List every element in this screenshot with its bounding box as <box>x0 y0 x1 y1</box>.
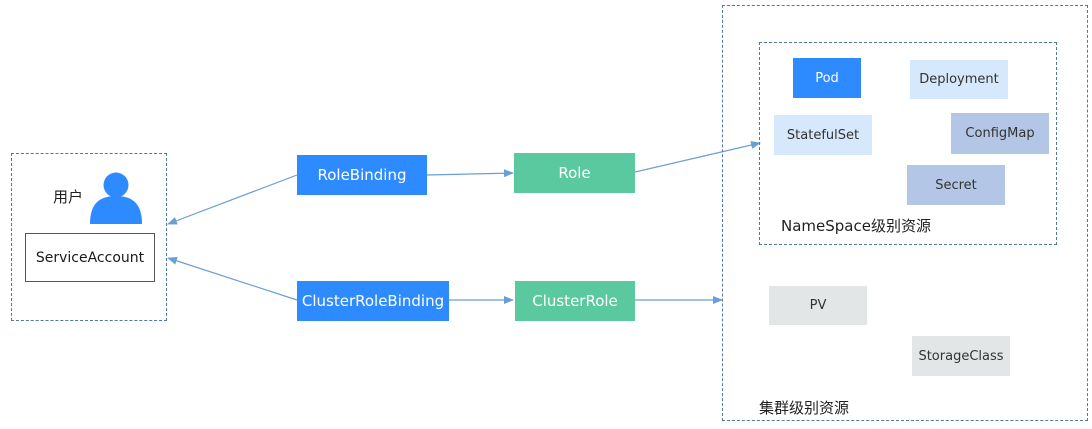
namespace-area-container <box>759 42 1057 245</box>
role-box[interactable]: Role <box>514 153 635 193</box>
rolebinding-box[interactable]: RoleBinding <box>297 155 427 195</box>
statefulset-box[interactable]: StatefulSet <box>774 115 872 155</box>
pv-box[interactable]: PV <box>769 286 867 325</box>
edge-clusterrolebinding-to-serviceaccount <box>167 256 298 301</box>
edge-rolebinding-to-serviceaccount <box>167 174 298 225</box>
configmap-box[interactable]: ConfigMap <box>951 113 1049 154</box>
person-icon <box>88 168 144 224</box>
edge-rolebinding-to-role <box>426 169 514 178</box>
deployment-box[interactable]: Deployment <box>910 60 1008 99</box>
clusterrolebinding-box[interactable]: ClusterRoleBinding <box>297 281 449 321</box>
cluster-area-title: 集群级别资源 <box>759 399 850 417</box>
edge-role-to-namespace <box>634 141 761 173</box>
namespace-area-title: NameSpace级别资源 <box>781 217 931 235</box>
cluster-area-container <box>722 5 1088 421</box>
secret-box[interactable]: Secret <box>907 165 1005 205</box>
pod-box[interactable]: Pod <box>793 58 861 98</box>
user-group-container <box>11 153 167 321</box>
storageclass-box[interactable]: StorageClass <box>912 336 1010 376</box>
user-label: 用户 <box>53 188 84 206</box>
serviceaccount-box[interactable]: ServiceAccount <box>25 233 155 282</box>
clusterrole-box[interactable]: ClusterRole <box>515 281 635 321</box>
